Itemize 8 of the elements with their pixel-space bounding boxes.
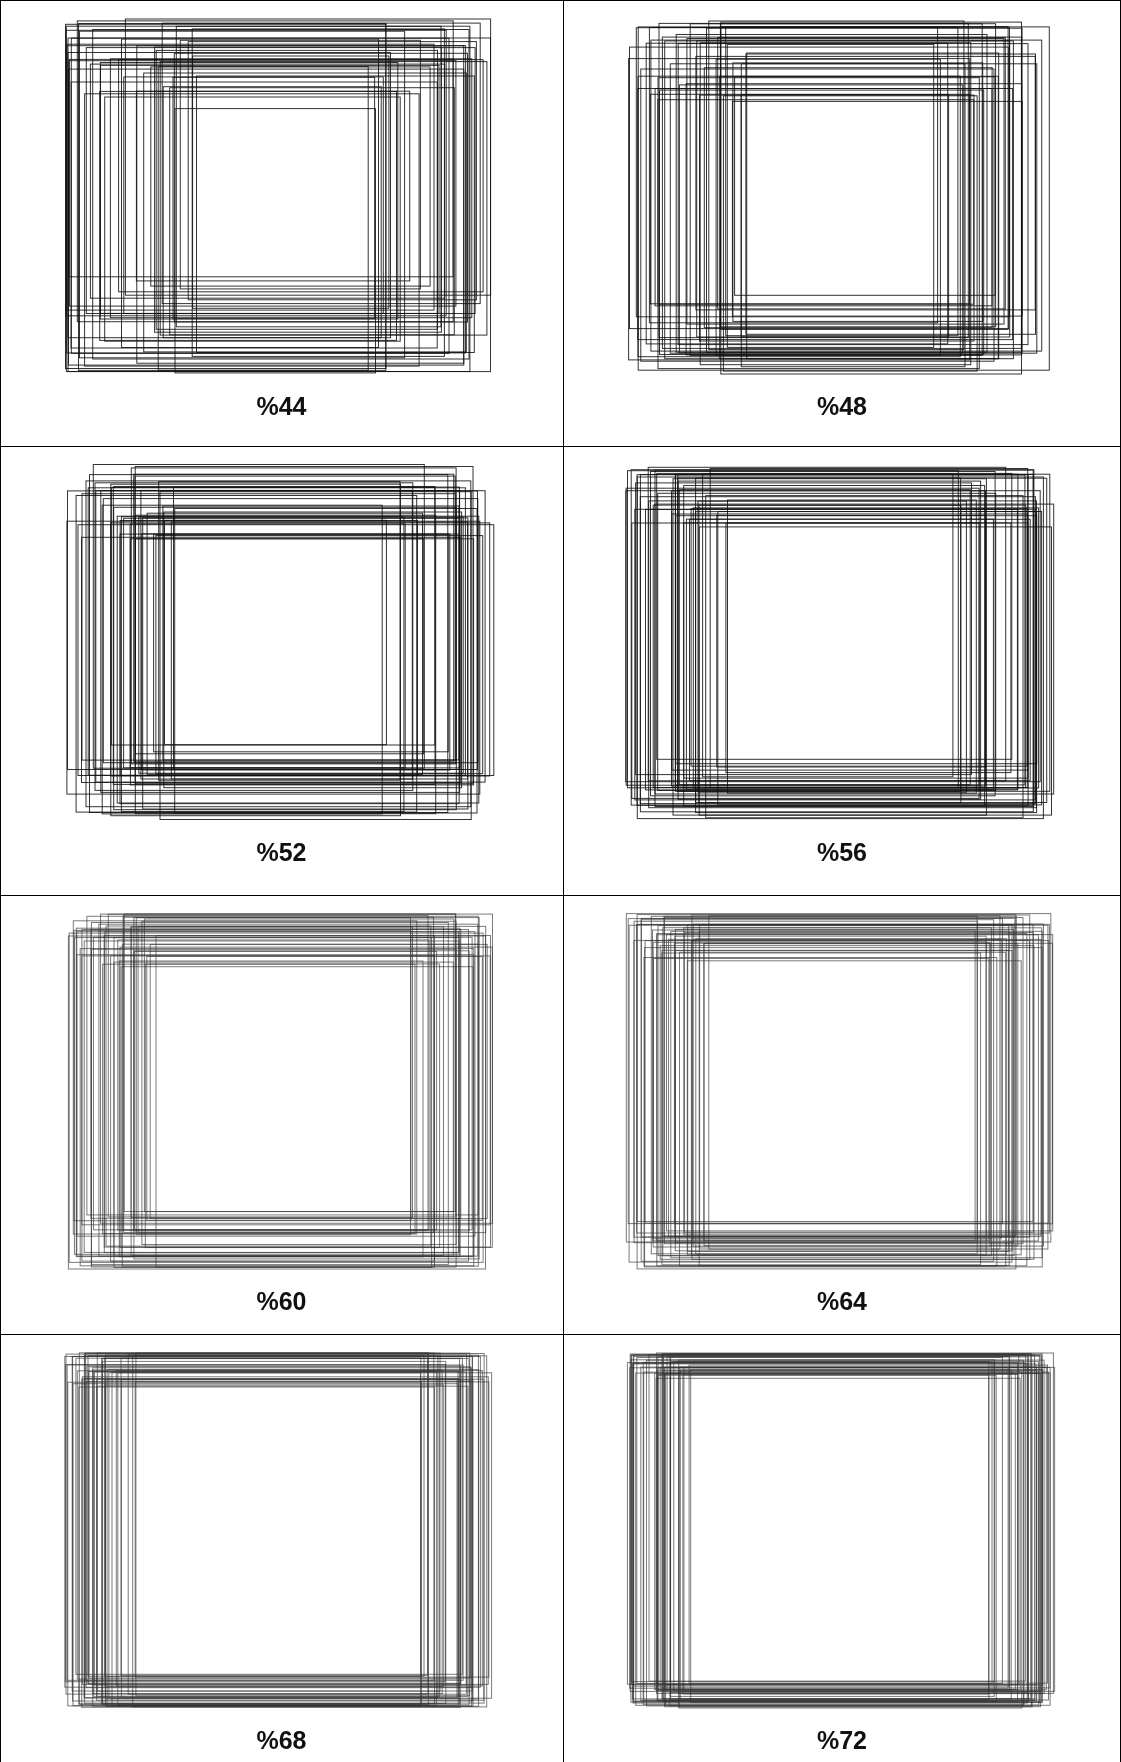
percentage-label: %52 [256, 838, 307, 867]
percentage-label: %60 [256, 1287, 307, 1316]
percentage-label: %64 [817, 1287, 867, 1316]
percentage-label: %44 [256, 392, 307, 421]
percentage-label: %68 [256, 1726, 307, 1755]
percentage-label: %56 [817, 838, 867, 867]
percentage-label: %48 [817, 392, 867, 421]
percentage-label: %72 [817, 1726, 867, 1755]
